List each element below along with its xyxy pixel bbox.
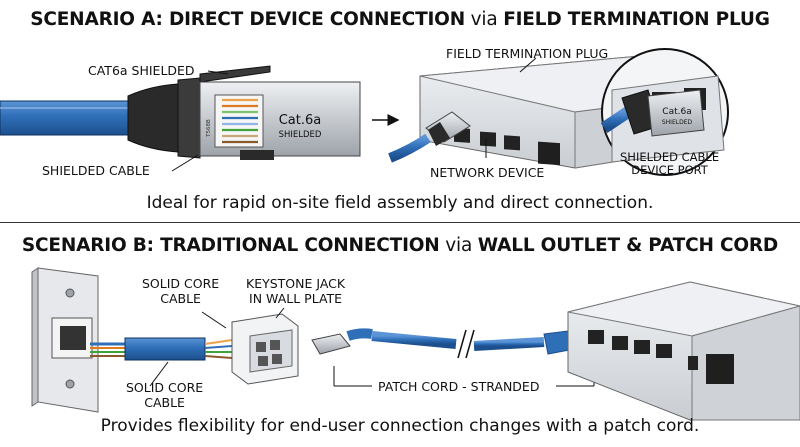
- keystone-jack: [231, 313, 299, 385]
- patch-cord: [311, 323, 609, 359]
- scenario-a-cable: [0, 100, 136, 136]
- label-keystone-jack: KEYSTONE JACK IN WALL PLATE: [246, 276, 345, 306]
- label-solid-core-top: SOLID CORE CABLE: [142, 276, 219, 306]
- leader-keystone: [275, 307, 285, 319]
- label-shielded-cable: SHIELDED CABLE: [42, 163, 150, 178]
- leader-solid-core-bottom: [149, 361, 169, 387]
- label-shielded-cable-device-port: SHIELDED CABLE DEVICE PORT: [620, 151, 719, 177]
- label-solid-core-bottom-line2: CABLE: [144, 395, 185, 410]
- label-field-termination-plug: FIELD TERMINATION PLUG: [446, 46, 609, 61]
- leader-solid-core-top: [201, 311, 227, 329]
- scenario-a-title: SCENARIO A: DIRECT DEVICE CONNECTION via…: [0, 9, 800, 30]
- leader-field-termination: [519, 57, 537, 73]
- scenario-b-title: SCENARIO B: TRADITIONAL CONNECTION via W…: [0, 235, 800, 256]
- label-cat6a-shielded: CAT6a SHIELDED: [88, 63, 195, 78]
- scenario-a-title-part2: FIELD TERMINATION PLUG: [503, 9, 770, 30]
- device-a-cable: [388, 133, 431, 163]
- scenario-b-title-via: via: [445, 235, 473, 256]
- plug-text-sub: SHIELDED: [279, 130, 322, 140]
- scenario-b-caption: Provides flexibility for end-user connec…: [100, 416, 700, 436]
- label-network-device: NETWORK DEVICE: [430, 165, 545, 180]
- label-keystone-line1: KEYSTONE JACK: [246, 276, 346, 291]
- label-patch-cord: PATCH CORD - STRANDED: [378, 379, 540, 394]
- plug-side-text: T568B: [206, 119, 212, 138]
- label-solid-core-top-line2: CABLE: [160, 291, 201, 306]
- solid-core-cable: [90, 337, 233, 361]
- label-shielded-cable-device-port-line1: SHIELDED CABLE: [620, 150, 720, 164]
- label-solid-core-bottom-line1: SOLID CORE: [126, 380, 204, 395]
- wall-plate: [31, 267, 99, 413]
- label-solid-core-top-line1: SOLID CORE: [142, 276, 220, 291]
- scenario-b-title-part2: WALL OUTLET & PATCH CORD: [477, 235, 779, 256]
- device-a-plug-boot: [428, 122, 450, 146]
- scenario-b-title-part1: SCENARIO B: TRADITIONAL CONNECTION: [21, 235, 440, 256]
- scenario-a-title-via: via: [470, 9, 498, 30]
- network-device-b: [567, 281, 800, 421]
- label-keystone-line2: IN WALL PLATE: [249, 291, 343, 306]
- inset-plug-sub: SHIELDED: [662, 119, 693, 126]
- scenario-a-title-part1: SCENARIO A: DIRECT DEVICE CONNECTION: [30, 9, 465, 30]
- inset-plug-text: Cat.6a: [662, 107, 691, 117]
- scenario-a-caption: Ideal for rapid on-site field assembly a…: [146, 193, 654, 213]
- inset-magnifier: [600, 48, 729, 176]
- scenario-a-plug: [127, 65, 361, 160]
- leader-cat6a: [207, 70, 229, 75]
- leader-shielded-cable: [171, 154, 199, 172]
- label-solid-core-bottom: SOLID CORE CABLE: [126, 380, 203, 410]
- section-divider: [0, 222, 800, 223]
- plug-text-main: Cat.6a: [279, 113, 322, 128]
- label-shielded-cable-device-port-line2: DEVICE PORT: [631, 163, 708, 177]
